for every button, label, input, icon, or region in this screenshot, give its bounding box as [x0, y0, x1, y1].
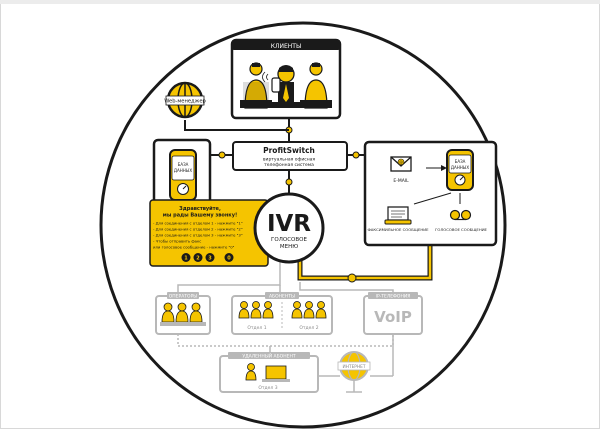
gauge-icon [454, 174, 466, 186]
cassette-icon [449, 209, 472, 221]
left-database-panel: БАЗА ДАННЫХ [152, 138, 212, 212]
ivr-key-2[interactable]: 2 [193, 253, 203, 262]
features-panel: @ E-MAIL БАЗА ДАННЫХ ФАКСИМИЛЬНОЕ СООБЩЕ… [363, 140, 498, 247]
ivr-option-1: - Для соединения с отделом 1 - нажмите "… [153, 221, 243, 226]
subscribers-label: АБОНЕНТЫ [269, 294, 295, 300]
person-icon [300, 62, 332, 109]
scroll-icon [384, 206, 412, 225]
remote-label: УДАЛЕННЫЙ АБОНЕНТ [242, 353, 295, 360]
svg-text:0: 0 [227, 256, 231, 262]
remote-subscriber-group: УДАЛЕННЫЙ АБОНЕНТ Отдел 3 [219, 352, 319, 393]
ip-telephony-group: IP-ТЕЛЕФОНИЯ VoIP [363, 292, 423, 335]
dept1-label: Отдел 1 [247, 325, 266, 331]
ivr-option-4: - Чтобы отправить факс [153, 239, 201, 244]
database-left-label-1: БАЗА [178, 162, 189, 167]
ivr-greeting-1: Здравствуйте, [179, 205, 221, 212]
dept2-label: Отдел 2 [299, 325, 318, 331]
headset-icon [160, 302, 206, 326]
clients-label: КЛИЕНТЫ [271, 43, 302, 50]
person-icon [238, 301, 327, 319]
ivr-subtitle-2: МЕНЮ [280, 244, 298, 250]
svg-text:3: 3 [208, 256, 212, 262]
subscribers-group: АБОНЕНТЫ Отдел 1 Отдел 2 [231, 292, 333, 335]
database-icon: БАЗА ДАННЫХ [169, 149, 197, 201]
ivr-key-0[interactable]: 0 [224, 253, 234, 262]
operators-label: ОПЕРАТОРЫ [169, 294, 198, 300]
computer-icon [262, 365, 290, 382]
outer-circle [99, 21, 507, 429]
profitswitch-subtitle-2: телефонная система [264, 162, 314, 168]
ivr-menu-panel: Здравствуйте, мы рады Вашему звонку! - Д… [149, 199, 269, 267]
voice-label: ГОЛОСОВОЕ СООБЩЕНИЕ [435, 227, 487, 232]
ivr-subtitle-1: ГОЛОСОВОЕ [271, 237, 307, 243]
ivr-option-5: или голосовое сообщение - нажмите "0" [153, 245, 235, 250]
ivr-key-3[interactable]: 3 [205, 253, 215, 262]
svg-text:@: @ [399, 160, 403, 165]
gauge-icon [177, 183, 189, 195]
ivr-title: IVR [267, 211, 311, 237]
dept3-label: Отдел 3 [258, 385, 277, 391]
database-icon: БАЗА ДАННЫХ [446, 149, 474, 191]
internet-globe[interactable]: ИНТЕРНЕТ [337, 351, 371, 393]
internet-label: ИНТЕРНЕТ [343, 364, 366, 370]
svg-text:1: 1 [184, 256, 188, 262]
web-manager[interactable]: Web-менеджер [164, 81, 207, 119]
operators-group: ОПЕРАТОРЫ [155, 292, 211, 335]
connectors [177, 118, 433, 377]
profitswitch-panel: ProfitSwitch виртуальная офисная телефон… [232, 141, 348, 171]
ivr-greeting-2: мы рады Вашему звонку! [163, 213, 237, 219]
person-icon [262, 65, 300, 108]
ivr-option-2: - Для соединения с отделом 2 - нажмите "… [153, 227, 243, 232]
voip-label: VoIP [374, 308, 412, 326]
person-icon [240, 62, 272, 109]
ivr-key-1[interactable]: 1 [181, 253, 191, 262]
ivr-node: IVR ГОЛОСОВОЕ МЕНЮ [253, 192, 325, 264]
ip-telephony-label: IP-ТЕЛЕФОНИЯ [376, 294, 411, 300]
window-top-bar [0, 0, 600, 4]
database-right-label-1: БАЗА [455, 159, 466, 164]
email-label: E-MAIL [393, 178, 409, 184]
database-left-label-2: ДАННЫХ [174, 168, 192, 173]
web-manager-label: Web-менеджер [164, 99, 206, 105]
person-icon [245, 363, 257, 381]
ivr-option-3: - Для соединения с отделом 3 - нажмите "… [153, 233, 243, 238]
clients-panel: КЛИЕНТЫ [230, 38, 342, 120]
profitswitch-title: ProfitSwitch [263, 146, 315, 155]
svg-text:2: 2 [196, 256, 200, 262]
fax-label: ФАКСИМИЛЬНОЕ СООБЩЕНИЕ [368, 227, 430, 232]
profitswitch-subtitle-1: виртуальная офисная [263, 157, 316, 163]
database-right-label-2: ДАННЫХ [451, 165, 469, 170]
envelope-icon: @ [390, 156, 412, 172]
